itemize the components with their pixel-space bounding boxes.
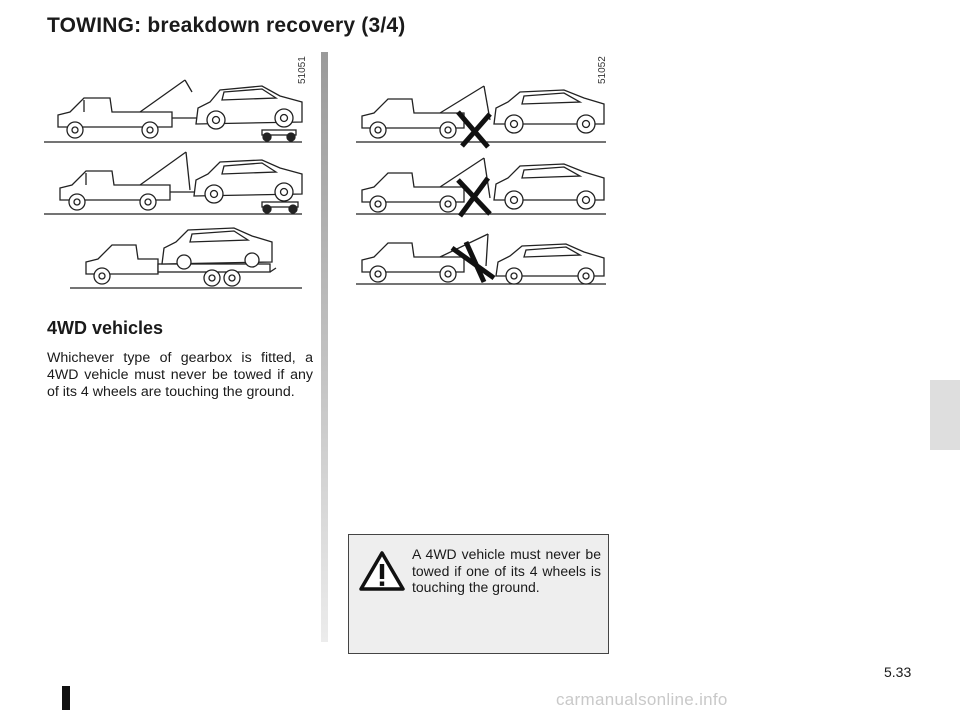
tow-truck-dolly-illustration [44, 79, 303, 143]
chapter-tab [930, 380, 960, 450]
section-body: Whichever type of gearbox is fitted, a 4… [47, 350, 313, 400]
watermark: carmanualsonline.info [556, 690, 728, 709]
flatbed-transporter-illustration [70, 227, 302, 289]
tow-truck-flat-dolly-illustration [44, 151, 303, 215]
warning-text: A 4WD vehicle must never be towed if one… [412, 546, 601, 595]
warning-box: A 4WD vehicle must never be towed if one… [348, 534, 609, 654]
figure-prohibited-towing [340, 52, 620, 292]
prohibited-cross-icon [456, 110, 490, 149]
prohibited-cross-icon [460, 112, 492, 148]
corner-mark [62, 686, 70, 710]
figure-code: 51052 [597, 56, 608, 84]
prohibited-cross-icon [457, 176, 491, 218]
figure-code: 51051 [297, 56, 308, 84]
page-title: TOWING: breakdown recovery (3/4) [47, 14, 406, 37]
page-number: 5.33 [884, 664, 912, 680]
figure-permitted-towing [40, 52, 316, 294]
prohibited-tow-illustration-3 [356, 233, 606, 285]
section-heading: 4WD vehicles [47, 318, 164, 338]
prohibited-cross-icon [463, 240, 487, 284]
prohibited-tow-illustration-1 [356, 85, 606, 143]
warning-triangle-icon [359, 551, 405, 591]
prohibited-tow-illustration-2 [356, 157, 606, 215]
column-divider [321, 52, 328, 642]
